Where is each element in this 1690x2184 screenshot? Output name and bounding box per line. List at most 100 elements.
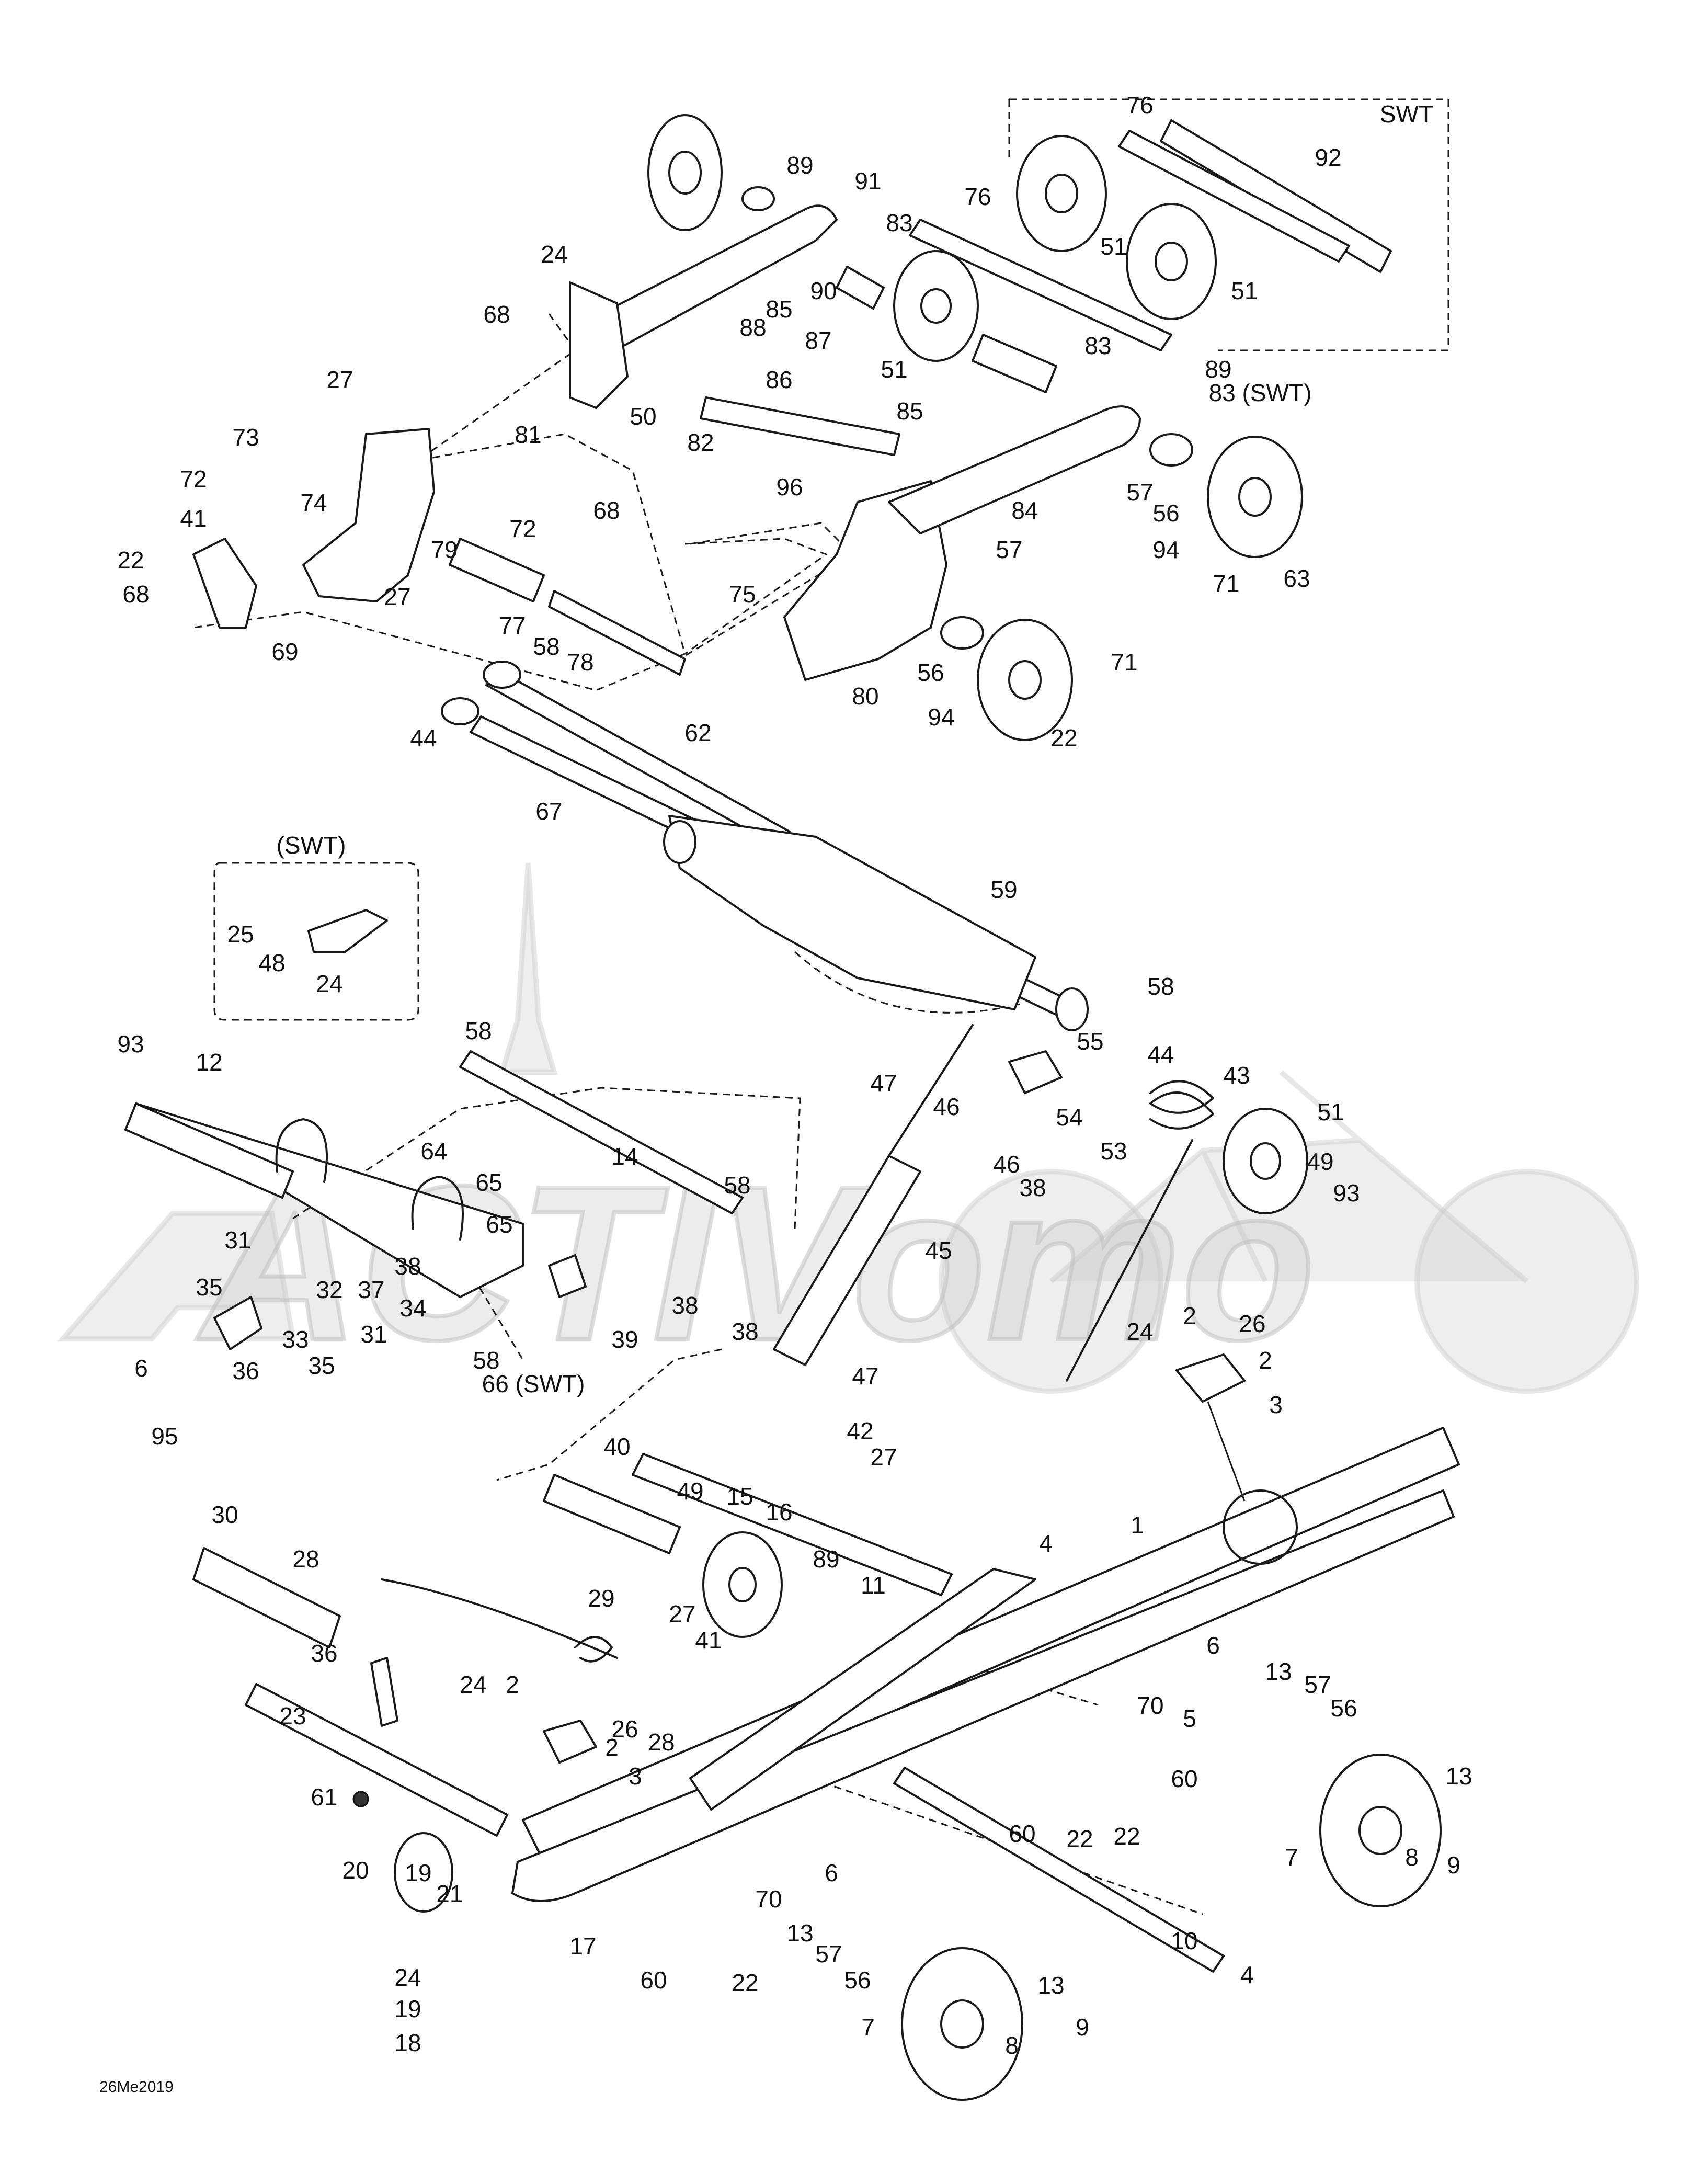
right-rear-arm	[888, 405, 1141, 534]
crossmember-59	[668, 815, 1036, 1010]
swt-wheel-2	[1126, 203, 1217, 320]
spring-96	[700, 396, 900, 456]
callout-29: 29	[588, 1585, 614, 1612]
callout-33: 33	[282, 1326, 309, 1353]
front-arm-assembly	[124, 909, 744, 1350]
wheel-7-right	[1319, 1754, 1442, 1907]
callout-75: 75	[729, 581, 756, 608]
callout-72: 72	[509, 515, 536, 542]
strap-36b	[370, 1657, 398, 1727]
shaft-23	[245, 1683, 508, 1837]
callout-9: 9	[1447, 1851, 1460, 1879]
callout-83-swt: 83 (SWT)	[1209, 379, 1312, 406]
callout-85: 85	[896, 397, 923, 425]
callout-68: 68	[483, 301, 510, 328]
callout-36: 36	[311, 1640, 337, 1667]
callout-13: 13	[1265, 1658, 1292, 1685]
rear-arm-assembly	[192, 114, 1392, 741]
detail-circle	[1223, 1489, 1298, 1565]
callout-56: 56	[844, 1966, 871, 1994]
callout-27: 27	[870, 1443, 897, 1471]
callout-88: 88	[739, 314, 766, 341]
callout-6: 6	[1206, 1632, 1220, 1659]
callout-77: 77	[499, 612, 526, 639]
callout-89: 89	[1205, 356, 1231, 383]
left-rear-bracket	[302, 428, 435, 602]
callout-49: 49	[677, 1477, 703, 1505]
spacer-58-top	[483, 661, 521, 689]
callout-60: 60	[640, 1966, 667, 1994]
callout-swt: (SWT)	[277, 832, 346, 859]
callout-58: 58	[473, 1347, 499, 1374]
bracket-26a	[1175, 1353, 1246, 1403]
shock-rod	[888, 1024, 974, 1157]
rail-upper-11	[689, 1568, 1036, 1811]
callout-24: 24	[316, 970, 342, 997]
callout-90: 90	[810, 277, 837, 304]
callout-51: 51	[1231, 277, 1258, 304]
bumper-loop-1	[275, 1118, 328, 1183]
callout-68: 68	[593, 497, 620, 524]
callout-2: 2	[1183, 1302, 1196, 1329]
swt-axle-76	[1118, 130, 1350, 263]
callout-16: 16	[766, 1498, 792, 1526]
bumper-loop-2	[411, 1176, 464, 1241]
rail-1	[522, 1427, 1460, 1863]
callout-18: 18	[394, 2029, 421, 2056]
callout-44: 44	[410, 724, 437, 752]
rear-arm-bracket	[569, 281, 629, 409]
callout-38: 38	[671, 1292, 698, 1319]
callout-82: 82	[687, 429, 714, 456]
callout-93: 93	[1333, 1179, 1360, 1207]
callout-31: 31	[360, 1321, 387, 1348]
bracket-26b	[543, 1720, 597, 1764]
callout-54: 54	[1056, 1104, 1082, 1131]
shaft-12	[124, 1102, 294, 1199]
callout-48: 48	[258, 949, 285, 976]
idler-wheel-top	[647, 114, 723, 231]
callout-22: 22	[1113, 1823, 1140, 1850]
callout-22: 22	[1050, 724, 1077, 752]
callout-55: 55	[1077, 1028, 1103, 1055]
callout-46: 46	[933, 1093, 960, 1120]
callout-3: 3	[1269, 1391, 1283, 1418]
callout-38: 38	[732, 1318, 758, 1345]
callout-30: 30	[211, 1501, 238, 1528]
callout-59: 59	[990, 876, 1017, 903]
callout-71: 71	[1111, 649, 1137, 676]
callout-5: 5	[1183, 1705, 1196, 1732]
callout-63: 63	[1283, 565, 1310, 592]
callout-56: 56	[1152, 499, 1179, 527]
wheel-51-mid	[1223, 1108, 1308, 1214]
callout-73: 73	[232, 424, 259, 451]
callout-58: 58	[533, 633, 559, 660]
callout-53: 53	[1100, 1138, 1127, 1165]
shaft-78	[548, 590, 686, 676]
swt-group-box-bumper	[213, 862, 419, 1021]
callout-50: 50	[630, 403, 656, 430]
callout-13: 13	[1445, 1762, 1472, 1790]
spacer-83b	[972, 334, 1057, 393]
callout-21: 21	[436, 1880, 463, 1907]
callout-47: 47	[852, 1362, 878, 1390]
front-arm-group-outline	[292, 1087, 801, 1481]
callout-86: 86	[766, 366, 792, 393]
callout-78: 78	[567, 649, 593, 676]
spacer	[741, 186, 775, 211]
callout-57: 57	[815, 1940, 842, 1967]
callout-28: 28	[292, 1545, 319, 1573]
swt-group-tag: SWT	[1380, 100, 1433, 128]
callout-83: 83	[886, 209, 912, 236]
callout-56: 56	[917, 659, 944, 686]
callout-22: 22	[1066, 1825, 1093, 1852]
callout-68: 68	[122, 581, 149, 608]
callout-15: 15	[726, 1483, 753, 1510]
callout-44: 44	[1147, 1041, 1174, 1068]
callout-47: 47	[870, 1070, 897, 1097]
callout-2: 2	[1259, 1347, 1272, 1374]
callout-10: 10	[1171, 1927, 1197, 1954]
shock-45	[773, 1155, 921, 1366]
callout-62: 62	[684, 719, 711, 746]
callout-64: 64	[420, 1138, 447, 1165]
